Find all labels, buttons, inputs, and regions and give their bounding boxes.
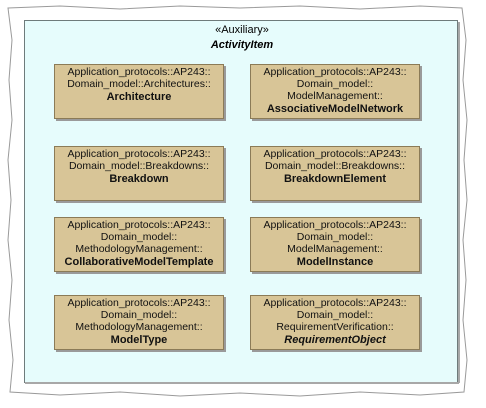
- class-box-name: Breakdown: [109, 173, 169, 185]
- class-box-name: Architecture: [106, 91, 172, 103]
- package-path-line: Domain_model::: [296, 78, 374, 90]
- package-path-line: Application_protocols::AP243::: [67, 297, 211, 309]
- class-box-model-instance[interactable]: Application_protocols::AP243:: Domain_mo…: [250, 217, 420, 272]
- package-path-line: Application_protocols::AP243::: [67, 66, 211, 78]
- package-path-line: Domain_model::Breakdowns::: [68, 160, 210, 172]
- class-box-name: RequirementObject: [284, 334, 386, 346]
- class-box-name: ModelType: [110, 334, 168, 346]
- class-box-collaborative-model-template[interactable]: Application_protocols::AP243:: Domain_mo…: [54, 217, 224, 272]
- class-box-name: BreakdownElement: [283, 173, 387, 185]
- class-box-name: AssociativeModelNetwork: [266, 103, 404, 115]
- package-path-line: Domain_model::Architectures::: [67, 78, 211, 90]
- package-path-line: MethodologyManagement::: [75, 243, 203, 255]
- package-path-line: Application_protocols::AP243::: [263, 219, 407, 231]
- class-box-associative-model-network[interactable]: Application_protocols::AP243:: Domain_mo…: [250, 64, 420, 119]
- package-path-line: Domain_model::: [100, 231, 178, 243]
- package-path-line: Domain_model::: [296, 309, 374, 321]
- stereotype-label: «Auxiliary»: [215, 24, 269, 36]
- activity-item-class: «Auxiliary» ActivityItem Application_pro…: [24, 20, 460, 385]
- package-path-line: ModelManagement::: [287, 243, 383, 255]
- class-box-requirement-object[interactable]: Application_protocols::AP243:: Domain_mo…: [250, 295, 420, 350]
- package-path-line: ModelManagement::: [287, 90, 383, 102]
- package-path-line: Application_protocols::AP243::: [263, 66, 407, 78]
- package-path-line: Application_protocols::AP243::: [263, 148, 407, 160]
- package-path-line: Application_protocols::AP243::: [263, 297, 407, 309]
- class-box-name: CollaborativeModelTemplate: [64, 256, 214, 268]
- class-box-breakdown-element[interactable]: Application_protocols::AP243:: Domain_mo…: [250, 146, 420, 201]
- package-path-line: Domain_model::: [296, 231, 374, 243]
- class-box-name: ModelInstance: [296, 256, 374, 268]
- class-box-breakdown[interactable]: Application_protocols::AP243:: Domain_mo…: [54, 146, 224, 201]
- package-path-line: Application_protocols::AP243::: [67, 148, 211, 160]
- class-box-model-type[interactable]: Application_protocols::AP243:: Domain_mo…: [54, 295, 224, 350]
- package-path-line: MethodologyManagement::: [75, 321, 203, 333]
- package-path-line: Domain_model::Breakdowns::: [264, 160, 406, 172]
- class-name: ActivityItem: [210, 39, 274, 51]
- package-path-line: Application_protocols::AP243::: [67, 219, 211, 231]
- class-box-architecture[interactable]: Application_protocols::AP243:: Domain_mo…: [54, 64, 224, 119]
- package-path-line: RequirementVerification::: [276, 321, 394, 333]
- package-path-line: Domain_model::: [100, 309, 178, 321]
